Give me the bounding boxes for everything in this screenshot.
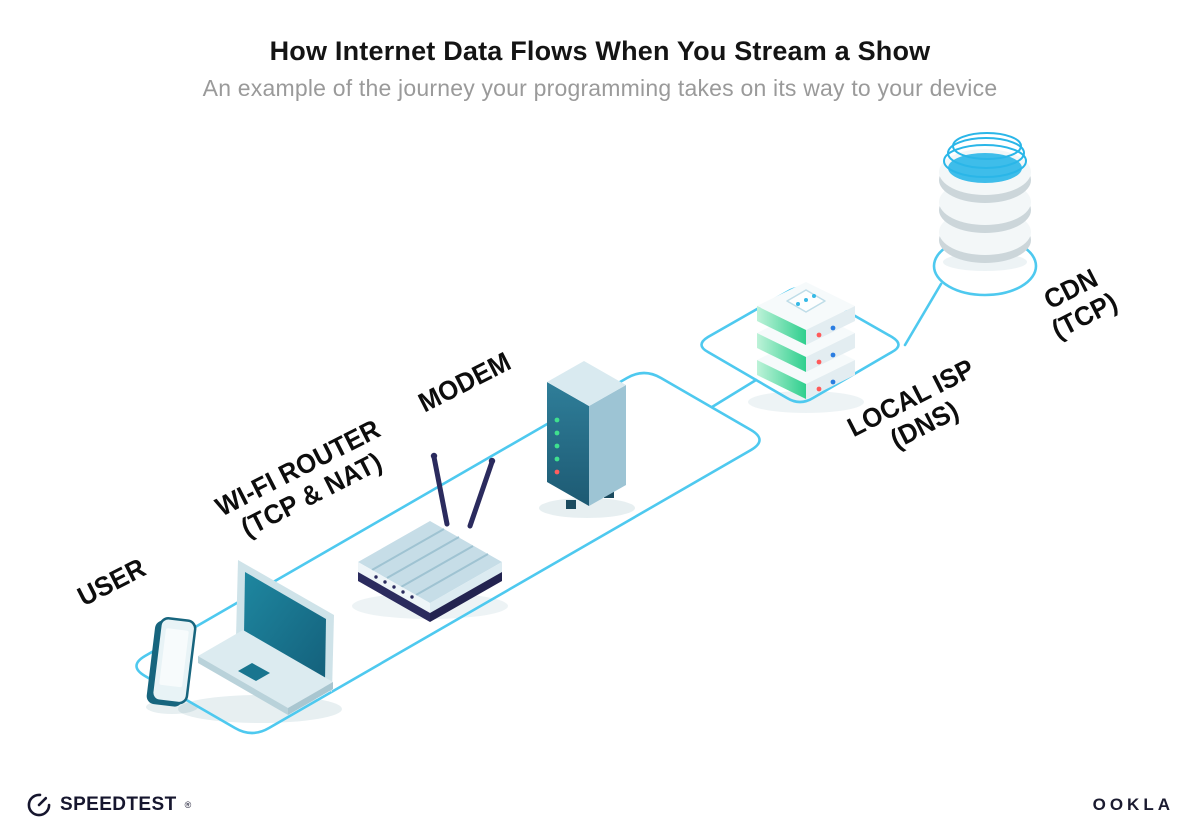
footer: SPEEDTEST ® OOKLA [26,792,1174,818]
flow-loop-user-modem [135,371,761,735]
isp-server-illustration [757,282,855,399]
speedtest-logo: SPEEDTEST ® [26,792,191,818]
flow-connector-isp-cdn [903,282,943,347]
ookla-logo: OOKLA [1093,795,1174,815]
flow-connector-modem-isp [710,378,758,409]
user-laptop-illustration [198,560,334,715]
page-subtitle: An example of the journey your programmi… [202,75,998,101]
ookla-wordmark: OOKLA [1092,795,1174,814]
speedtest-wordmark: SPEEDTEST [60,794,177,815]
modem-illustration [547,361,626,509]
cdn-database-illustration [939,132,1031,263]
registered-mark: ® [184,800,192,810]
wifi-router-illustration [358,452,502,622]
user-phone-illustration [146,617,197,707]
header: How Internet Data Flows When You Stream … [0,36,1200,102]
speedometer-icon [27,793,51,817]
page-title: How Internet Data Flows When You Stream … [269,36,931,66]
